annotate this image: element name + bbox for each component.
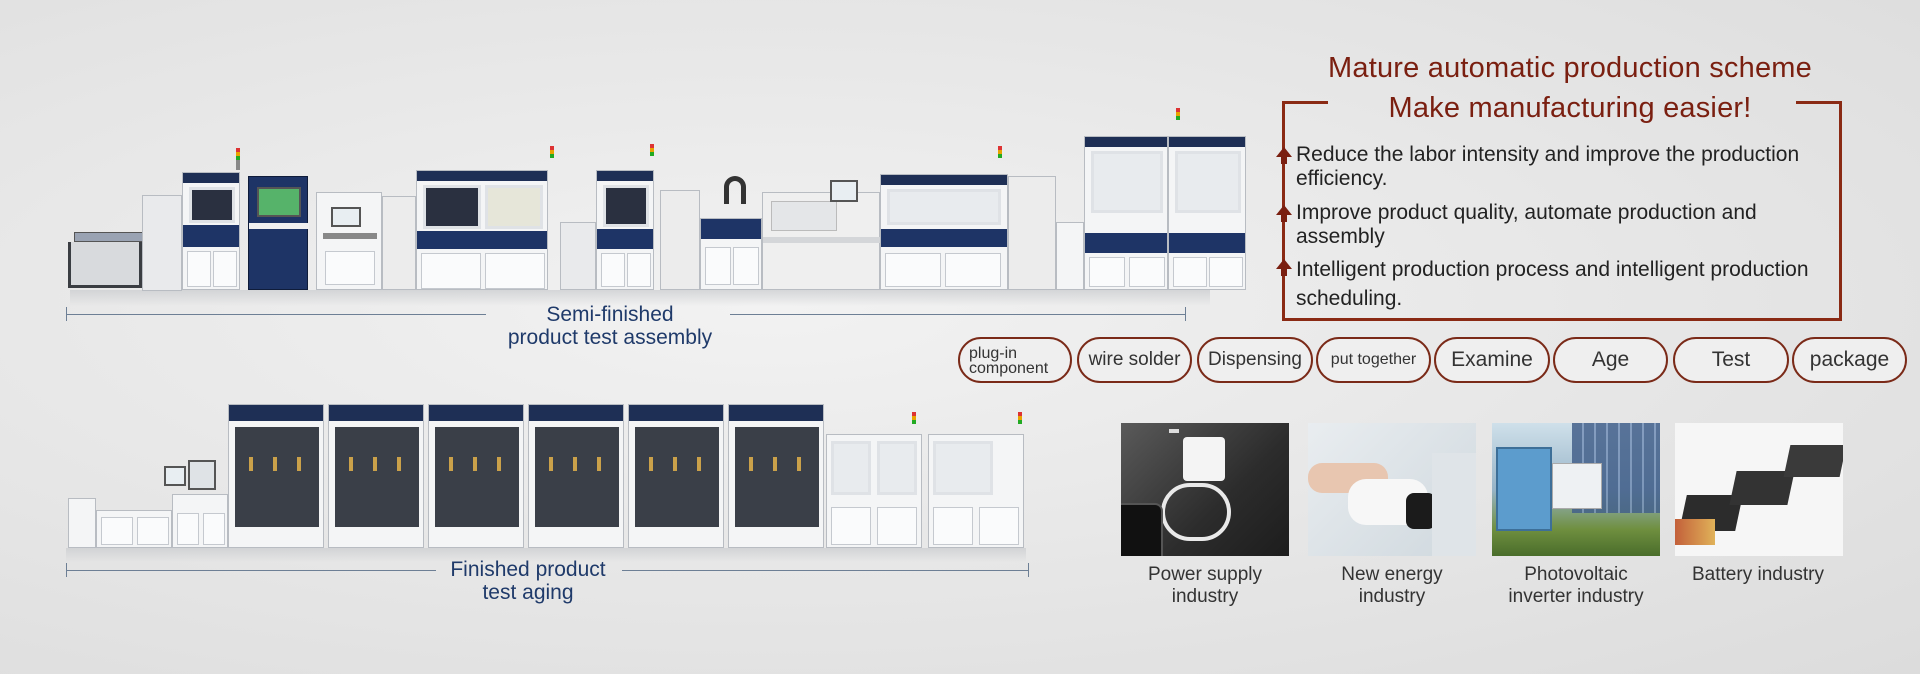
semi-finished-production-line-image	[60, 100, 1246, 306]
scheme-title-line2: Make manufacturing easier!	[1388, 92, 1752, 124]
benefit-item-2: Improve product quality, automate produc…	[1276, 201, 1796, 249]
industry-caption-photovoltaic: Photovoltaic inverter industry	[1508, 564, 1644, 607]
benefit-item-1: Reduce the labor intensity and improve t…	[1276, 143, 1836, 191]
industry-caption-power-supply: Power supply industry	[1147, 564, 1263, 607]
process-step-package[interactable]: package	[1792, 337, 1907, 383]
aging-dimension-tick-right	[1028, 563, 1029, 577]
dimension-line-left	[66, 314, 486, 315]
photovoltaic-inverter-image[interactable]	[1492, 423, 1660, 556]
process-step-label: Age	[1591, 348, 1630, 371]
process-step-label: package	[1809, 348, 1890, 371]
power-supply-image[interactable]	[1121, 423, 1289, 556]
aging-dimension-line-left	[66, 570, 436, 571]
industry-caption-battery: Battery industry	[1692, 564, 1824, 585]
semi-finished-caption: Semi-finished product test assembly	[507, 303, 713, 349]
process-step-label: Test	[1711, 348, 1751, 371]
process-step-test[interactable]: Test	[1673, 337, 1789, 383]
process-step-label: wire solder	[1088, 349, 1181, 370]
process-step-label: Examine	[1451, 348, 1533, 371]
new-energy-image[interactable]	[1308, 423, 1476, 556]
benefit-text: Reduce the labor intensity and improve t…	[1296, 143, 1800, 190]
battery-image[interactable]	[1675, 423, 1843, 556]
process-step-age[interactable]: Age	[1553, 337, 1668, 383]
up-arrow-icon	[1276, 205, 1292, 222]
process-step-dispensing[interactable]: Dispensing	[1197, 337, 1313, 383]
industry-caption-new-energy: New energy industry	[1341, 564, 1443, 607]
finished-aging-line-image	[60, 398, 1035, 562]
process-step-put-together[interactable]: put together	[1316, 337, 1431, 383]
process-step-examine[interactable]: Examine	[1434, 337, 1550, 383]
up-arrow-icon	[1276, 259, 1292, 276]
process-step-plug-in[interactable]: plug-in component	[958, 337, 1072, 383]
finished-aging-caption: Finished product test aging	[450, 558, 606, 604]
process-step-label: Dispensing	[1208, 349, 1302, 370]
up-arrow-icon	[1276, 147, 1292, 164]
aging-dimension-line-right	[622, 570, 1028, 571]
process-step-label: plug-in component	[969, 345, 1049, 377]
scheme-bracket-right	[1796, 101, 1842, 321]
dimension-line-right	[730, 314, 1185, 315]
process-step-label: put together	[1330, 351, 1417, 368]
benefit-text: Improve product quality, automate produc…	[1296, 201, 1757, 248]
scheme-title-line1: Mature automatic production scheme	[1328, 52, 1812, 84]
benefit-text: Intelligent production process and intel…	[1296, 258, 1809, 310]
scheme-box-bottom	[1282, 318, 1842, 321]
dimension-tick-right	[1185, 307, 1186, 321]
benefit-item-3: Intelligent production process and intel…	[1276, 255, 1816, 313]
process-step-wire-solder[interactable]: wire solder	[1077, 337, 1192, 383]
